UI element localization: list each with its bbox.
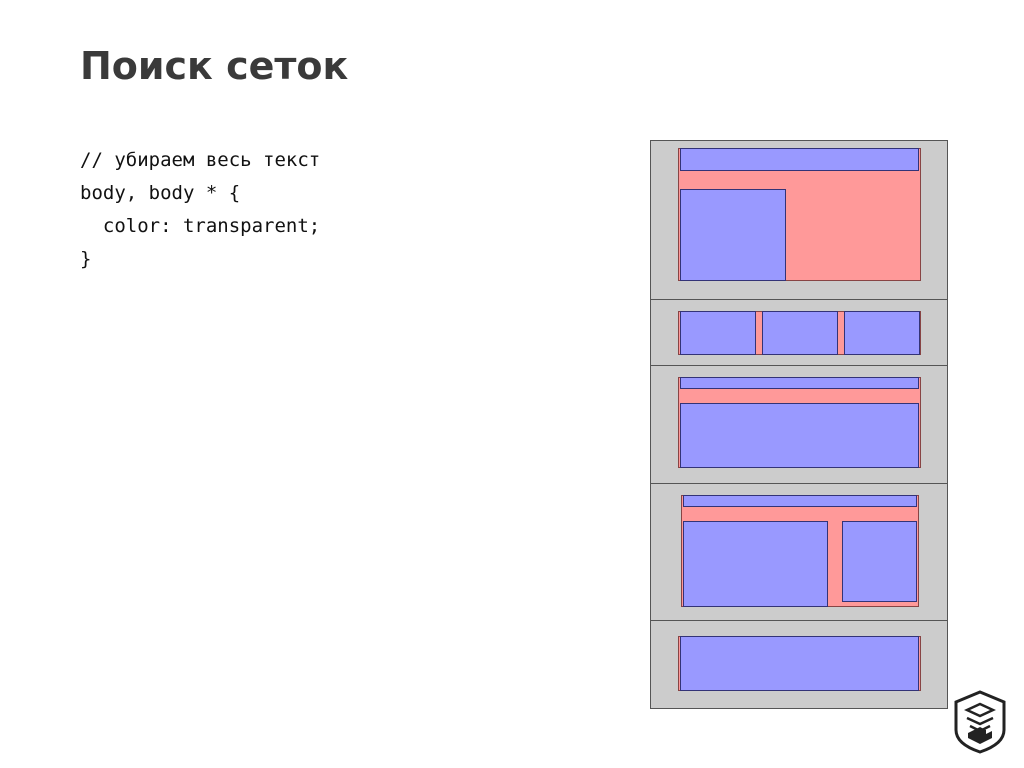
grid-row-split <box>650 483 948 621</box>
grid-block <box>844 311 920 355</box>
grid-row-columns <box>650 299 948 366</box>
grid-block <box>680 636 919 691</box>
shield-stairs-logo-icon <box>954 690 1006 754</box>
grid-block <box>762 311 838 355</box>
code-line-selector: body, body * { <box>80 182 241 204</box>
grid-block <box>680 311 756 355</box>
grid-block <box>683 495 917 507</box>
grid-block <box>680 377 919 389</box>
grid-block <box>683 521 828 607</box>
code-line-comment: // убираем весь текст <box>80 149 321 171</box>
slide-title: Поиск сеток <box>80 44 349 88</box>
code-line-close: } <box>80 248 92 270</box>
code-line-declaration: color: transparent; <box>80 215 321 237</box>
layout-grid-illustration <box>650 140 948 709</box>
grid-block <box>680 148 919 171</box>
grid-row-footer <box>650 620 948 709</box>
grid-row-header <box>650 140 948 300</box>
grid-block <box>842 521 917 602</box>
code-block: // убираем весь текст body, body * { colo… <box>80 144 320 276</box>
grid-row-content <box>650 365 948 484</box>
grid-block <box>680 403 919 468</box>
grid-block <box>680 189 786 281</box>
